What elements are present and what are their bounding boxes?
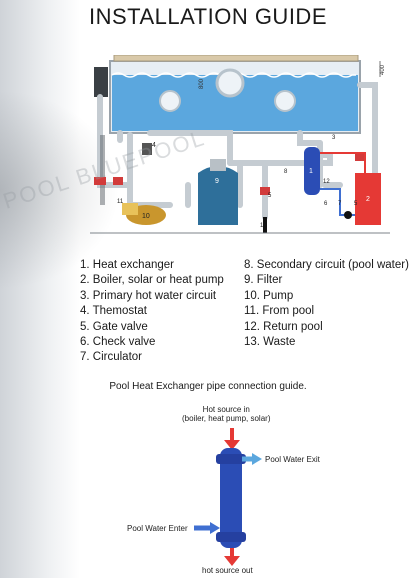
legend-left-item: 2. Boiler, solar or heat pump: [80, 274, 224, 287]
legend-left-item: 4. Themostat: [80, 305, 147, 318]
pool-skimmer: [215, 68, 245, 98]
legend-right-item: 11. From pool: [244, 305, 315, 318]
legend-right-item: 13. Waste: [244, 336, 296, 349]
label-11: 11: [117, 199, 124, 205]
enter-arrow: [210, 522, 220, 534]
legend-left-item: 1. Heat exchanger: [80, 259, 174, 271]
label-10: 10: [142, 213, 150, 220]
pool-exit-label: Pool Water Exit: [265, 455, 320, 464]
filter-tank: [198, 166, 238, 225]
pipe-connection-diagram: [194, 428, 262, 566]
label-2: 2: [366, 196, 370, 203]
installation-diagram: 800 400 4 9 10 1 2 3 8 12: [90, 55, 390, 234]
gate-valve-3: [260, 187, 270, 195]
legend-left-item: 7. Circulator: [80, 351, 142, 364]
boiler: [355, 173, 381, 225]
label-4: 4: [152, 142, 156, 149]
legend-right-item: 10. Pump: [244, 289, 294, 302]
legend-left-item: 3. Primary hot water circuit: [80, 289, 217, 302]
exchanger-body: [220, 448, 242, 548]
pool-light-right: [274, 90, 296, 112]
valve-hot-top: [355, 153, 365, 161]
gate-valve-2: [113, 177, 123, 185]
hot-out-label: hot source out: [202, 566, 253, 575]
depth-label: 800: [199, 78, 205, 89]
offset-label: 400: [380, 64, 386, 75]
filter-valve: [210, 159, 226, 171]
label-7: 7: [338, 201, 342, 207]
thermostat: [142, 143, 152, 155]
hot-in-label: Hot source in (boiler, heat pump, solar): [182, 405, 271, 423]
label-12: 12: [323, 179, 330, 185]
circulator: [344, 211, 352, 219]
legend-right-item: 12. Return pool: [244, 320, 323, 333]
legend-left: 1. Heat exchanger 2. Boiler, solar or hea…: [80, 258, 224, 366]
legend-left-item: 5. Gate valve: [80, 320, 148, 333]
skimmer-box: [94, 67, 108, 97]
label-1: 1: [309, 168, 313, 175]
pool-light-left: [159, 90, 181, 112]
page-title: INSTALLATION GUIDE: [88, 4, 327, 29]
background-blur: [0, 0, 80, 578]
pool-edge: [113, 55, 359, 62]
label-5b: 5: [354, 201, 358, 207]
legend-right-item: 9. Filter: [244, 274, 283, 287]
label-3: 3: [332, 135, 336, 141]
label-8: 8: [284, 169, 288, 175]
legend-right-item: 8. Secondary circuit (pool water): [244, 259, 409, 271]
pool-enter-label: Pool Water Enter: [127, 524, 188, 533]
label-5a: 5: [268, 193, 272, 199]
label-6: 6: [324, 201, 328, 207]
label-9: 9: [215, 178, 219, 185]
heat-exchanger: [304, 147, 320, 195]
hot-out-arrow: [224, 556, 240, 566]
legend-left-item: 6. Check valve: [80, 336, 156, 349]
exit-arrow: [252, 453, 262, 465]
gate-valve-1: [94, 177, 106, 185]
guide-title: Pool Heat Exchanger pipe connection guid…: [109, 381, 307, 392]
legend-right: 8. Secondary circuit (pool water) 9. Filt…: [244, 258, 409, 350]
